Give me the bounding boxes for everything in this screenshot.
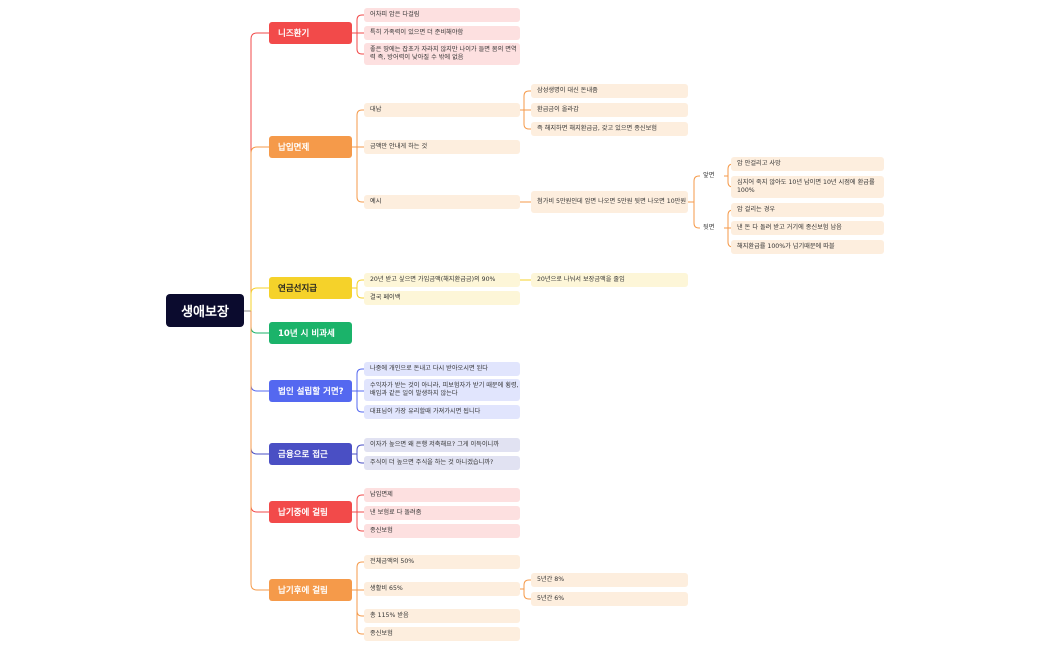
leaf-needs-2[interactable]: 특히 가족력이 있으면 더 준비해야함: [364, 26, 520, 40]
branch-during-payment[interactable]: 납기중에 걸림: [269, 501, 352, 523]
leaf-waiver-example[interactable]: 예시: [364, 195, 520, 209]
leaf-corp-3[interactable]: 대표님이 가장 유리할때 가져가시면 됩니다: [364, 405, 520, 419]
leaf-after-4[interactable]: 종신보험: [364, 627, 520, 641]
leaf-connector: [356, 109, 364, 147]
leaf-after-3[interactable]: 총 115% 받음: [364, 609, 520, 623]
leaf-finance-2[interactable]: 주식이 더 높으면 주식을 하는 것 아니겠습니까?: [364, 456, 520, 470]
leaf-connector: [693, 202, 700, 229]
leaf-during-1[interactable]: 납입면제: [364, 488, 520, 502]
leaf-annuity-1[interactable]: 20년 받고 싶으면 가입금액(해지환급금)의 90%: [364, 273, 520, 287]
leaf-waiver-daenap[interactable]: 대납: [364, 103, 520, 117]
leaf-front-1[interactable]: 암 안걸리고 사망: [731, 157, 884, 171]
branch-connector: [250, 311, 269, 334]
branch-connector: [250, 311, 269, 591]
leaf-finance-1[interactable]: 이자가 높으면 왜 은행 저축해요? 그게 이득이니까: [364, 438, 520, 452]
leaf-connector: [356, 494, 364, 512]
leaf-connector: [356, 14, 364, 33]
leaf-after-sub-1[interactable]: 5년간 8%: [531, 573, 688, 587]
leaf-annuity-2[interactable]: 결국 페이백: [364, 291, 520, 305]
leaf-corp-1[interactable]: 나중에 개인으로 돈내고 다시 받아오시면 된다: [364, 362, 520, 376]
leaf-needs-3[interactable]: 좋은 땅에는 잡초가 자라지 않지만 나이가 들면 몸의 면역력 즉, 방어력이…: [364, 43, 520, 65]
leaf-connector: [693, 175, 700, 202]
leaf-connector: [523, 579, 531, 589]
leaf-back-1[interactable]: 암 걸리는 경우: [731, 203, 884, 217]
leaf-back-3[interactable]: 해지환급률 100%가 넘기때문에 따블: [731, 240, 884, 254]
branch-corporation[interactable]: 법인 설립할 거면?: [269, 380, 352, 402]
branch-tax-free[interactable]: 10년 시 비과세: [269, 322, 352, 344]
leaf-connector: [523, 90, 531, 110]
branch-connector: [250, 32, 269, 311]
leaf-connector: [356, 288, 364, 299]
leaf-front-2[interactable]: 심지어 죽지 않아도 10년 납이면 10년 시점에 환급률 100%: [731, 176, 884, 198]
branch-connector: [250, 146, 269, 311]
leaf-waiver-amount[interactable]: 금액만 안내게 하는 것: [364, 140, 520, 154]
leaf-annuity-sub[interactable]: 20년으로 나눠서 보장금액을 줄임: [531, 273, 688, 287]
leaf-example-coin[interactable]: 첨가비 5만원인데 암면 나오면 5만원 뒷면 나오면 10만원: [531, 191, 688, 213]
leaf-connector: [356, 512, 364, 532]
leaf-during-3[interactable]: 종신보험: [364, 524, 520, 538]
branch-connector: [250, 287, 269, 311]
leaf-after-sub-2[interactable]: 5년간 6%: [531, 592, 688, 606]
leaf-during-2[interactable]: 낸 보험료 다 돌려줌: [364, 506, 520, 520]
leaf-connector: [356, 391, 364, 413]
branch-connector: [250, 311, 269, 392]
leaf-corp-2[interactable]: 수익자가 받는 것이 아니라, 피보험자가 받기 때문에 횡령, 배임과 같은 …: [364, 379, 520, 401]
leaf-connector: [356, 444, 364, 454]
branch-annuity-advance[interactable]: 연금선지급: [269, 277, 352, 299]
leaf-daenap-1[interactable]: 삼성생명이 대신 돈내줌: [531, 84, 688, 98]
branch-after-payment[interactable]: 납기후에 걸림: [269, 579, 352, 601]
leaf-daenap-3[interactable]: 즉 해지하면 해지환급금, 갖고 있으면 종신보험: [531, 122, 688, 136]
leaf-connector: [356, 454, 364, 464]
leaf-connector: [523, 110, 531, 130]
leaf-connector: [356, 590, 364, 635]
leaf-connector: [356, 279, 364, 288]
leaf-daenap-2[interactable]: 환급금이 올라감: [531, 103, 688, 117]
label-front[interactable]: 앞면: [703, 172, 715, 180]
branch-premium-waiver[interactable]: 납입면제: [269, 136, 352, 158]
root-node[interactable]: 생애보장: [166, 294, 244, 327]
leaf-after-1[interactable]: 전체금액의 50%: [364, 555, 520, 569]
leaf-connector: [356, 590, 364, 617]
leaf-back-2[interactable]: 낸 돈 다 돌려 받고 거기에 종신보험 남음: [731, 221, 884, 235]
leaf-connector: [356, 368, 364, 391]
leaf-connector: [356, 561, 364, 590]
leaf-connector: [356, 33, 364, 55]
leaf-connector: [523, 589, 531, 600]
branch-needs[interactable]: 니즈환기: [269, 22, 352, 44]
branch-connector: [250, 311, 269, 513]
label-back[interactable]: 뒷면: [703, 224, 715, 232]
branch-finance[interactable]: 금융으로 접근: [269, 443, 352, 465]
leaf-needs-1[interactable]: 어차피 암은 다걸림: [364, 8, 520, 22]
leaf-connector: [356, 147, 364, 203]
leaf-after-2[interactable]: 생활비 65%: [364, 582, 520, 596]
